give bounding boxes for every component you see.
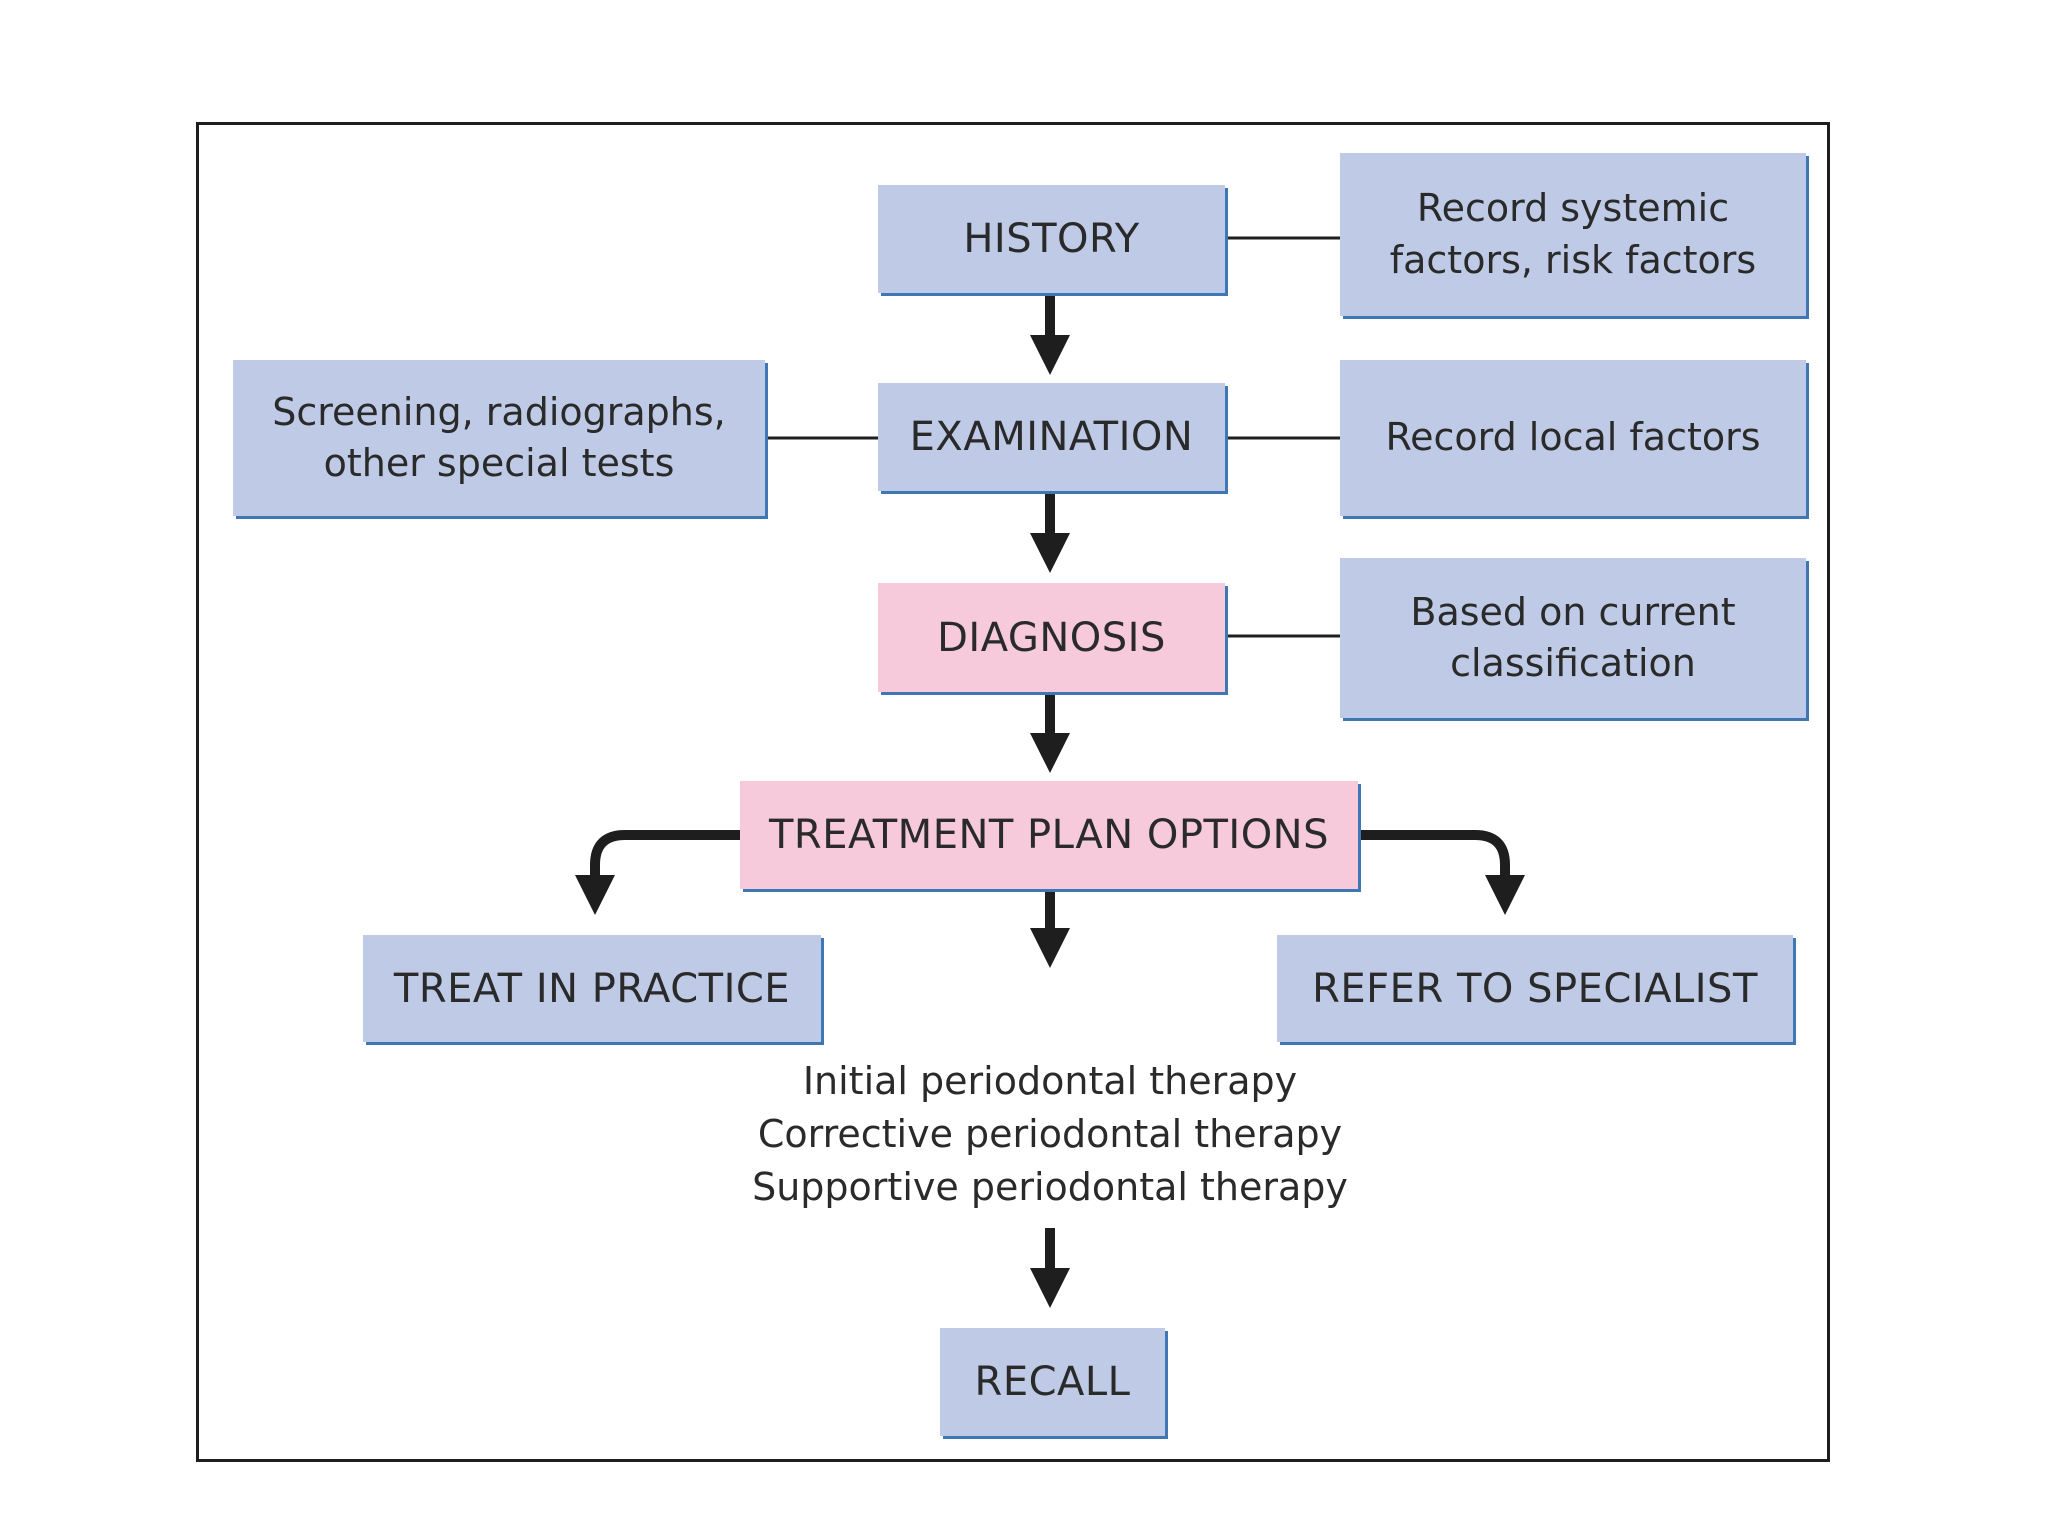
refer-to-specialist-node: REFER TO SPECIALIST <box>1277 935 1793 1042</box>
therapy-list: Initial periodontal therapy Corrective p… <box>700 1055 1400 1214</box>
diagnosis-label: DIAGNOSIS <box>937 614 1166 661</box>
diagnosis-note-text: Based on current classification <box>1410 589 1736 685</box>
examination-right-note-text: Record local factors <box>1385 415 1761 460</box>
diagnosis-node: DIAGNOSIS <box>878 583 1225 692</box>
history-label: HISTORY <box>963 216 1140 262</box>
treatment-plan-label: TREATMENT PLAN OPTIONS <box>768 812 1329 858</box>
diagram-frame <box>196 122 1830 1462</box>
examination-label: EXAMINATION <box>909 414 1194 460</box>
history-note-box: Record systemic factors, risk factors <box>1340 153 1806 316</box>
recall-node: RECALL <box>940 1328 1165 1436</box>
recall-label: RECALL <box>974 1359 1131 1405</box>
examination-node: EXAMINATION <box>878 383 1225 491</box>
arrow-treatment-to-specialist <box>1358 830 1525 915</box>
treatment-plan-node: TREATMENT PLAN OPTIONS <box>740 781 1358 889</box>
examination-left-note-text: Screening, radiographs, other special te… <box>272 389 726 485</box>
refer-to-specialist-label: REFER TO SPECIALIST <box>1312 965 1758 1012</box>
therapy-initial: Initial periodontal therapy <box>802 1059 1298 1103</box>
examination-right-note-box: Record local factors <box>1340 360 1806 516</box>
therapy-supportive: Supportive periodontal therapy <box>752 1165 1348 1209</box>
examination-left-note-box: Screening, radiographs, other special te… <box>233 360 765 516</box>
history-note-text: Record systemic factors, risk factors <box>1389 186 1757 282</box>
treat-in-practice-label: TREAT IN PRACTICE <box>393 965 791 1012</box>
arrow-treatment-to-practice <box>575 830 740 915</box>
therapy-corrective: Corrective periodontal therapy <box>757 1112 1343 1156</box>
treat-in-practice-node: TREAT IN PRACTICE <box>363 935 821 1042</box>
diagnosis-note-box: Based on current classification <box>1340 558 1806 718</box>
history-node: HISTORY <box>878 185 1225 293</box>
